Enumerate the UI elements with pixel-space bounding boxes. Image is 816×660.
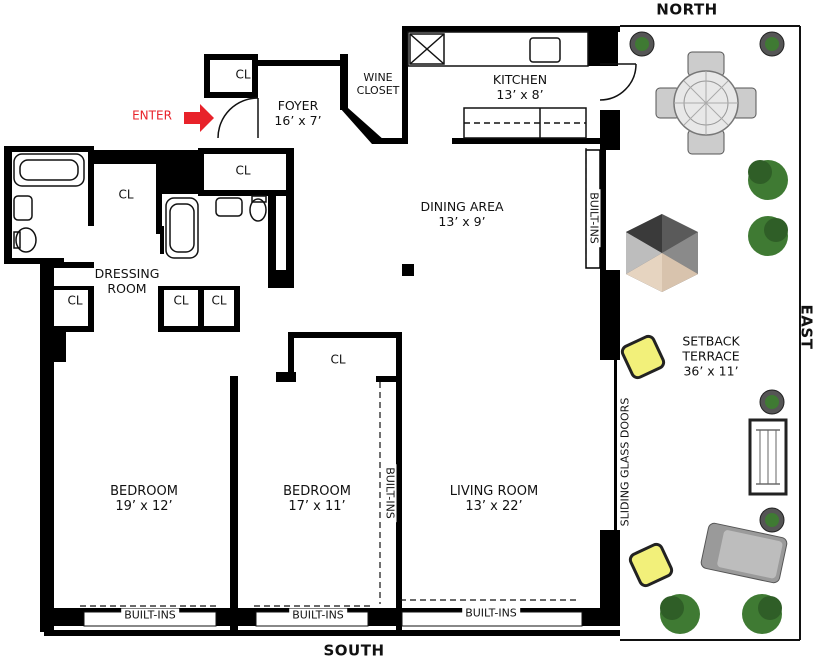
east-label: EAST (797, 304, 816, 350)
built-ins-lines (80, 148, 587, 607)
closet-label-bedroom-2: CL (330, 352, 346, 367)
closet-label-bath: CL (118, 187, 134, 202)
enter-label: ENTER (132, 108, 172, 123)
enter-arrow (184, 104, 214, 132)
kitchen-counters (407, 31, 589, 139)
door-swings (217, 63, 637, 139)
south-label: SOUTH (323, 641, 385, 660)
daybed-icon (700, 522, 788, 584)
built-ins-bedroom-2: BUILT-INS (289, 608, 347, 622)
terrace-outline (620, 25, 801, 641)
lounge-chair-icon (620, 334, 674, 588)
umbrella-icon (626, 214, 698, 292)
built-ins-living-room: BUILT-INS (462, 606, 520, 620)
built-ins-bedroom-2-wall: BUILT-INS (383, 464, 397, 522)
built-ins-bedroom-1: BUILT-INS (121, 608, 179, 622)
dining-table-icon (655, 51, 757, 155)
built-ins-dining-wall: BUILT-INS (587, 189, 601, 247)
closet-label-foyer: CL (235, 67, 251, 82)
terrace-furniture (620, 31, 788, 634)
closet-label-dressing-left: CL (67, 293, 83, 308)
bench-icon (748, 418, 788, 496)
closet-label-dressing-right: CL (211, 293, 227, 308)
closet-label-dressing-mid: CL (173, 293, 189, 308)
sliding-glass-doors-label: SLIDING GLASS DOORS (618, 397, 632, 527)
planter-pots (629, 31, 785, 533)
bath-fixtures (13, 153, 267, 259)
closet-label-hall: CL (235, 163, 251, 178)
north-label: NORTH (656, 0, 718, 19)
shrub-plants (660, 160, 788, 634)
